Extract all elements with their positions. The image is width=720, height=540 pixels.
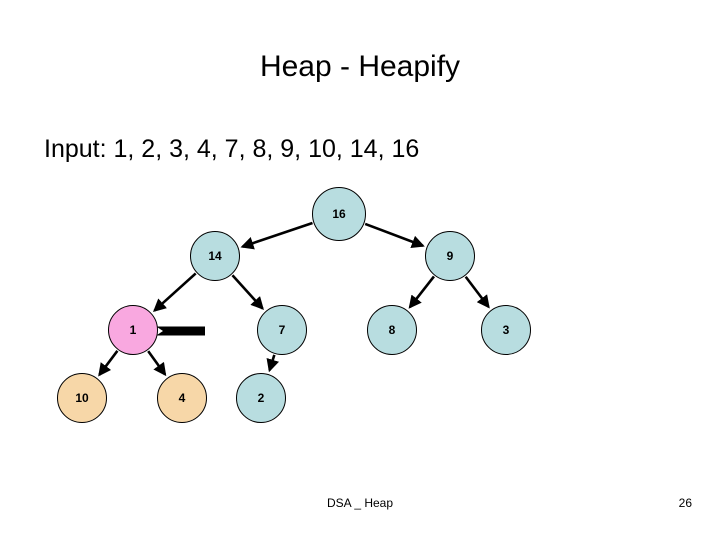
tree-node-label: 8 [388,323,396,337]
page-title: Heap - Heapify [259,50,461,83]
pointer-layer [148,321,205,341]
tree-node-label: 9 [446,249,454,263]
tree-edge [464,275,490,309]
tree-node-4: 4 [157,373,207,423]
tree-node-label: 16 [332,207,346,221]
tree-edge [364,222,425,248]
tree-node-label: 4 [178,391,186,405]
tree-node-2: 2 [236,373,286,423]
tree-edge [266,354,279,373]
tree-node-label: 14 [208,249,222,263]
tree-node-14: 14 [190,231,240,281]
tree-node-label: 1 [129,323,137,337]
tree-node-9: 9 [425,231,475,281]
page-number: 26 [678,496,692,510]
tree-node-1: 1 [108,305,158,355]
tree-node-16: 16 [312,187,366,241]
tree-edge [152,272,197,312]
tree-node-label: 7 [278,323,286,337]
input-list-text: Input: 1, 2, 3, 4, 7, 8, 9, 10, 14, 16 [44,135,420,163]
current-node-pointer-icon [148,321,205,341]
footer-label: DSA _ Heap [326,496,394,510]
tree-node-7: 7 [257,305,307,355]
tree-edge [147,350,167,377]
tree-edge [408,275,435,309]
tree-edge [98,350,119,377]
tree-node-10: 10 [57,373,107,423]
tree-edge-layer [98,221,490,377]
tree-node-8: 8 [367,305,417,355]
tree-node-label: 2 [257,391,265,405]
tree-node-3: 3 [481,305,531,355]
tree-node-label: 10 [75,391,89,405]
tree-edge [240,221,313,250]
tree-edge [231,274,264,311]
tree-node-label: 3 [502,323,510,337]
